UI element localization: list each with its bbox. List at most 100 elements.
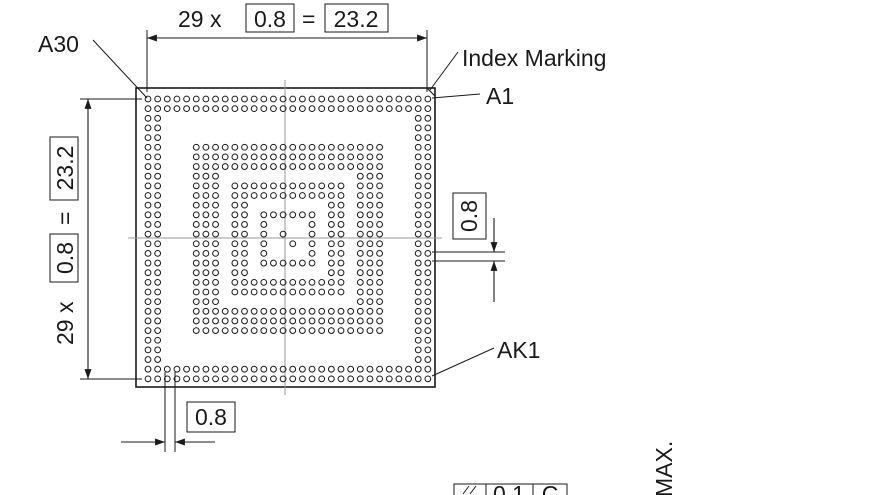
solder-ball bbox=[424, 298, 432, 306]
solder-ball bbox=[192, 317, 200, 325]
solder-ball bbox=[299, 288, 306, 296]
solder-ball bbox=[241, 105, 248, 113]
solder-ball bbox=[241, 269, 248, 277]
solder-ball bbox=[347, 375, 355, 383]
solder-ball bbox=[279, 95, 287, 103]
solder-ball bbox=[202, 250, 210, 257]
solder-ball bbox=[327, 153, 335, 161]
solder-ball bbox=[212, 105, 219, 113]
solder-ball bbox=[366, 201, 374, 209]
solder-ball bbox=[337, 365, 345, 373]
solder-ball bbox=[154, 317, 162, 325]
solder-ball bbox=[299, 163, 306, 170]
solder-ball bbox=[250, 327, 258, 335]
solder-ball bbox=[356, 182, 364, 190]
solder-ball bbox=[241, 307, 248, 315]
solder-ball bbox=[414, 346, 422, 354]
solder-ball bbox=[337, 240, 345, 248]
solder-ball bbox=[356, 95, 364, 103]
solder-ball bbox=[212, 143, 219, 151]
solder-ball bbox=[221, 327, 229, 335]
solder-ball bbox=[376, 201, 384, 209]
solder-ball bbox=[231, 259, 239, 267]
solder-ball bbox=[173, 105, 181, 113]
solder-ball bbox=[163, 105, 171, 113]
solder-ball bbox=[231, 317, 239, 325]
solder-ball bbox=[202, 278, 210, 286]
top-pitch-value: 0.8 bbox=[254, 6, 286, 32]
solder-ball bbox=[144, 230, 152, 238]
solder-ball bbox=[299, 327, 306, 335]
solder-ball bbox=[385, 105, 393, 113]
solder-ball bbox=[424, 143, 432, 151]
solder-ball bbox=[337, 153, 345, 161]
solder-ball bbox=[241, 221, 248, 228]
solder-ball bbox=[327, 317, 335, 325]
solder-ball bbox=[299, 317, 306, 325]
solder-ball bbox=[241, 153, 248, 161]
solder-ball bbox=[366, 365, 374, 373]
solder-ball bbox=[366, 375, 374, 383]
solder-ball bbox=[279, 288, 287, 296]
solder-ball bbox=[356, 288, 364, 296]
solder-ball bbox=[231, 240, 239, 248]
solder-ball bbox=[385, 365, 393, 373]
solder-ball bbox=[241, 250, 248, 257]
solder-ball bbox=[308, 288, 316, 296]
solder-ball bbox=[231, 143, 239, 151]
solder-ball bbox=[144, 375, 152, 383]
solder-ball bbox=[347, 365, 355, 373]
solder-ball bbox=[318, 278, 326, 286]
solder-ball bbox=[231, 250, 239, 257]
solder-ball bbox=[192, 307, 200, 315]
solder-ball bbox=[308, 317, 316, 325]
solder-ball bbox=[231, 105, 239, 113]
solder-ball bbox=[327, 192, 335, 199]
solder-ball bbox=[212, 230, 219, 238]
left-equals: = bbox=[52, 212, 78, 225]
solder-ball bbox=[279, 278, 287, 286]
solder-ball bbox=[366, 317, 374, 325]
solder-ball bbox=[327, 230, 335, 238]
solder-ball bbox=[154, 269, 162, 277]
solder-ball bbox=[424, 269, 432, 277]
solder-ball bbox=[366, 298, 374, 306]
left-total-box bbox=[49, 136, 79, 201]
label-a30: A30 bbox=[38, 31, 79, 57]
solder-ball bbox=[202, 163, 210, 170]
solder-ball bbox=[270, 143, 277, 151]
solder-ball bbox=[192, 143, 200, 151]
solder-ball bbox=[308, 278, 316, 286]
solder-ball bbox=[356, 259, 364, 267]
solder-ball bbox=[424, 288, 432, 296]
solder-ball bbox=[202, 240, 210, 248]
solder-ball bbox=[231, 307, 239, 315]
solder-ball bbox=[366, 143, 374, 151]
solder-ball bbox=[270, 327, 277, 335]
solder-ball bbox=[327, 365, 335, 373]
solder-ball bbox=[154, 143, 162, 151]
solder-ball bbox=[270, 163, 277, 170]
solder-ball bbox=[202, 365, 210, 373]
solder-ball bbox=[308, 259, 316, 267]
left-pitch-value: 0.8 bbox=[52, 242, 78, 274]
left-pitch-box bbox=[49, 233, 79, 283]
solder-ball bbox=[424, 182, 432, 190]
solder-ball bbox=[414, 163, 422, 170]
solder-ball bbox=[424, 163, 432, 170]
solder-ball bbox=[376, 365, 384, 373]
solder-ball bbox=[260, 211, 268, 219]
solder-ball bbox=[424, 356, 432, 363]
solder-ball bbox=[299, 192, 306, 199]
solder-ball bbox=[202, 307, 210, 315]
solder-ball bbox=[318, 95, 326, 103]
solder-ball bbox=[144, 288, 152, 296]
solder-ball bbox=[327, 163, 335, 170]
solder-ball bbox=[212, 307, 219, 315]
solder-ball bbox=[250, 163, 258, 170]
solder-ball bbox=[414, 95, 422, 103]
solder-ball bbox=[376, 163, 384, 170]
solder-ball bbox=[356, 278, 364, 286]
solder-ball bbox=[192, 182, 200, 190]
top-count-label: 29 x bbox=[178, 6, 222, 32]
